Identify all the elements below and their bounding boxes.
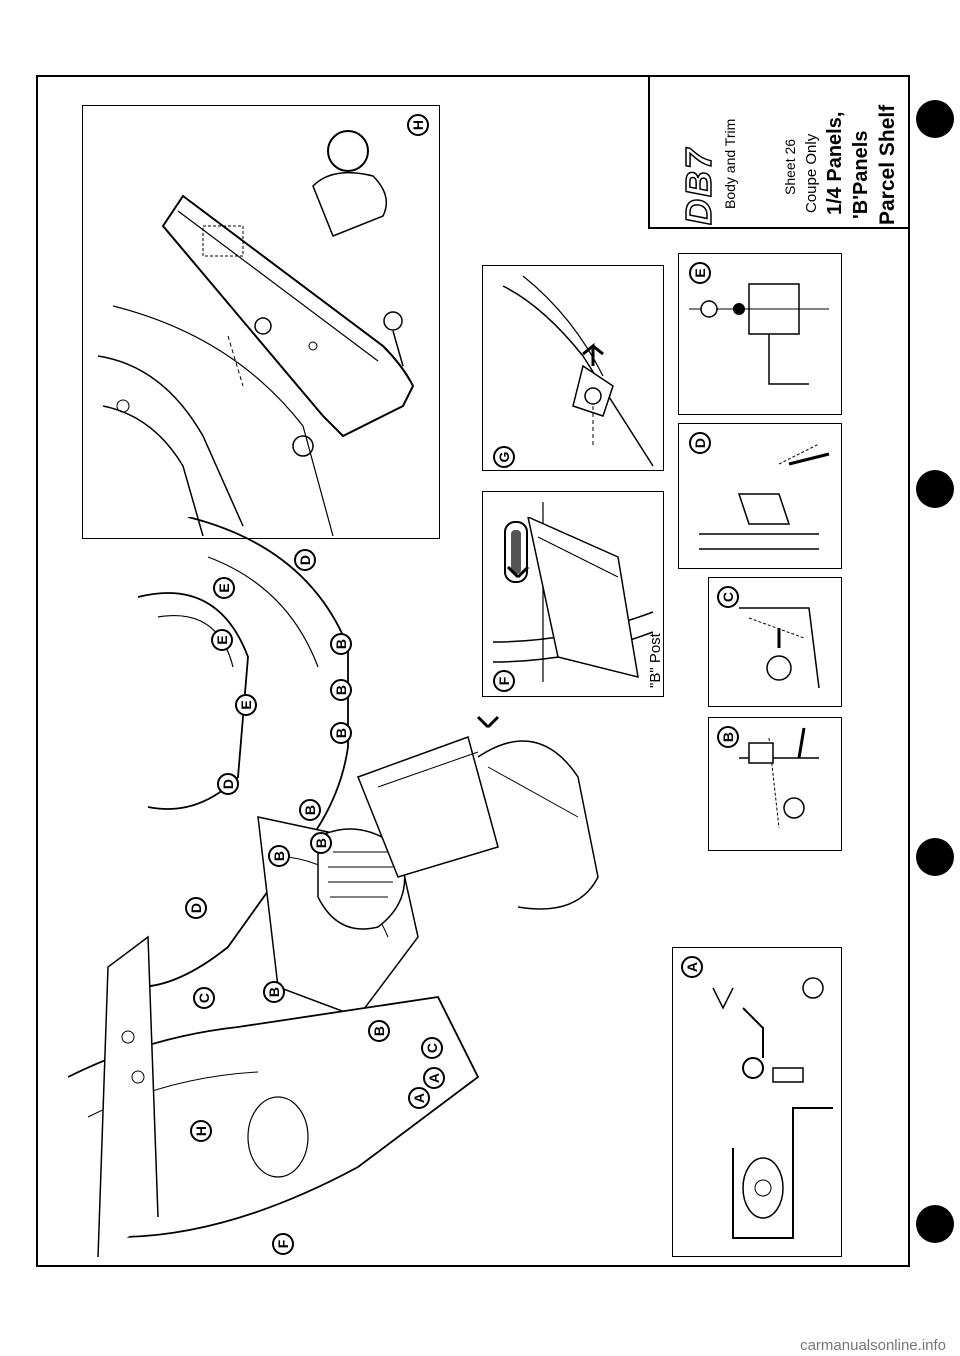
detail-h-illustration bbox=[97, 130, 415, 537]
callout-e-2: E bbox=[211, 629, 233, 651]
callout-b-7: B bbox=[263, 981, 285, 1003]
variant-label: Coupe Only bbox=[803, 133, 820, 213]
detail-g-marker: G bbox=[493, 446, 515, 468]
detail-e-marker: E bbox=[689, 262, 711, 284]
binder-hole-3 bbox=[916, 838, 954, 876]
detail-d-marker: D bbox=[689, 432, 711, 454]
detail-h-panel: H bbox=[82, 105, 440, 539]
title-line-3: Parcel Shelf bbox=[876, 104, 899, 225]
callout-c-1: C bbox=[193, 987, 215, 1009]
binder-hole-4 bbox=[916, 1205, 954, 1243]
callout-b-2: B bbox=[330, 679, 352, 701]
sheet-number: Sheet 26 bbox=[782, 138, 798, 195]
detail-a-marker: A bbox=[681, 956, 703, 978]
main-exploded-view bbox=[67, 517, 639, 1257]
detail-h-marker: H bbox=[407, 114, 429, 136]
detail-c-marker: C bbox=[717, 586, 739, 608]
callout-b-3: B bbox=[330, 722, 352, 744]
detail-b-illustration bbox=[739, 727, 819, 829]
subtitle-body-trim: Body and Trim bbox=[722, 118, 738, 209]
callout-d-2: D bbox=[217, 773, 239, 795]
callout-c-2: C bbox=[421, 1037, 443, 1059]
binder-hole-2 bbox=[916, 470, 954, 508]
detail-e-panel: E bbox=[678, 253, 842, 415]
detail-d-illustration bbox=[699, 443, 830, 550]
callout-d-3: D bbox=[185, 897, 207, 919]
binder-hole-1 bbox=[916, 100, 954, 138]
callout-h-1: H bbox=[190, 1120, 212, 1142]
callout-e-3: E bbox=[213, 577, 235, 599]
title-block: DB7 Body and Trim Sheet 26 Coupe Only 1/… bbox=[648, 77, 910, 229]
detail-a-panel: A bbox=[672, 947, 842, 1257]
callout-b-1: B bbox=[330, 633, 352, 655]
detail-d-panel: D bbox=[678, 423, 842, 569]
callout-f-1: F bbox=[272, 1233, 294, 1255]
callout-b-8: B bbox=[368, 1020, 390, 1042]
detail-c-illustration bbox=[739, 607, 820, 689]
db7-logo: DB7 bbox=[677, 146, 720, 226]
drawing-sheet: DB7 Body and Trim Sheet 26 Coupe Only 1/… bbox=[36, 75, 910, 1267]
callout-a-1: A bbox=[423, 1067, 445, 1089]
watermark-footer: carmanualsonline.info bbox=[800, 1337, 946, 1354]
detail-b-marker: B bbox=[717, 726, 739, 748]
callout-d-1: D bbox=[294, 549, 316, 571]
callout-a-2: A bbox=[408, 1087, 430, 1109]
detail-g-panel: G bbox=[482, 265, 664, 471]
detail-b-panel: B bbox=[708, 717, 842, 851]
title-line-1: 1/4 Panels, bbox=[824, 111, 846, 215]
detail-a-illustration bbox=[712, 977, 833, 1239]
callout-b-4: B bbox=[299, 799, 321, 821]
callout-b-5: B bbox=[310, 832, 332, 854]
detail-e-illustration bbox=[689, 283, 829, 385]
callout-e-1: E bbox=[235, 694, 257, 716]
title-line-2: 'B'Panels bbox=[850, 130, 872, 219]
detail-g-illustration bbox=[502, 275, 654, 467]
callout-b-6: B bbox=[268, 845, 290, 867]
detail-c-panel: C bbox=[708, 577, 842, 707]
